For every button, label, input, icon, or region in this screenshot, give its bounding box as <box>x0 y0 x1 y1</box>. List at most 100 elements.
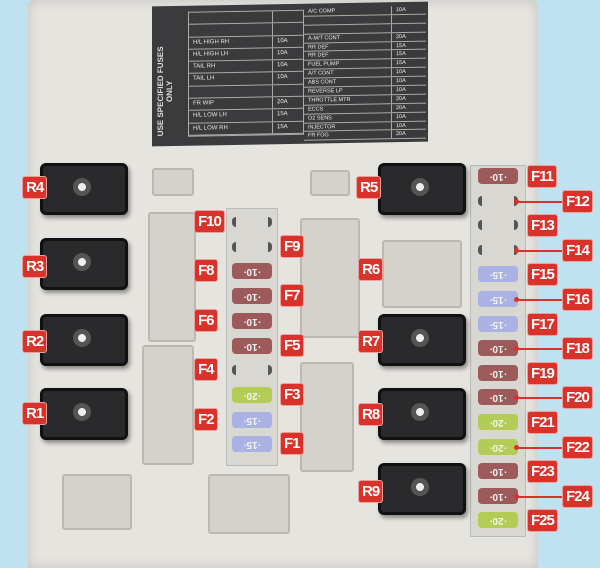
leader-line <box>516 299 564 301</box>
amperage <box>273 24 277 35</box>
label-f13: F13 <box>527 214 558 238</box>
leader-dot <box>514 346 519 352</box>
fuse-f15: ·15· <box>478 266 518 283</box>
label-f8: F8 <box>194 259 218 283</box>
fuse-f4 <box>232 365 272 376</box>
label-f20: F20 <box>562 386 593 410</box>
leader-dot <box>514 247 519 253</box>
connector <box>208 474 290 534</box>
label-f17: F17 <box>527 312 558 336</box>
amperage: 10A <box>396 69 406 76</box>
fuse-f13 <box>478 220 518 231</box>
circuit-name <box>189 85 273 98</box>
label-f11: F11 <box>527 165 558 188</box>
amperage: 20A <box>396 33 406 40</box>
circuit-name: INJECTOR <box>304 121 392 132</box>
circuit-name: FR WIP <box>189 97 273 111</box>
amperage <box>273 85 277 96</box>
amperage: 15A <box>277 123 288 130</box>
label-f7: F7 <box>280 284 304 308</box>
amperage: 15A <box>396 42 406 49</box>
fuse-f21: ·20· <box>478 414 518 430</box>
label-r1: R1 <box>22 402 48 425</box>
leader-line <box>516 495 564 498</box>
amperage: 10A <box>396 78 406 85</box>
fuse-f20: ·10· <box>478 389 518 406</box>
label-r8: R8 <box>358 403 384 426</box>
label-r4: R4 <box>22 176 48 199</box>
table-row: FR FOG 20A <box>304 130 426 142</box>
connector <box>62 474 132 530</box>
circuit-name: FR FOG <box>304 130 392 141</box>
label-f2: F2 <box>194 407 218 431</box>
connector <box>300 362 354 472</box>
fuse-f19: ·10· <box>478 364 518 381</box>
label-r9: R9 <box>358 480 384 503</box>
relay-socket-r6 <box>382 240 462 308</box>
label-f23: F23 <box>527 460 558 484</box>
label-f4: F4 <box>194 358 218 382</box>
fuse-f7: ·10· <box>232 288 272 305</box>
relay-r3 <box>40 238 128 290</box>
label-f15: F15 <box>527 263 558 287</box>
label-f6: F6 <box>194 308 218 332</box>
amperage: 20A <box>396 104 406 111</box>
circuit-name: TAIL LH <box>189 72 273 86</box>
relay-r1 <box>40 388 128 440</box>
amperage <box>273 11 277 22</box>
circuit-name: FUEL PUMP <box>304 59 392 69</box>
amperage: 10A <box>396 6 406 14</box>
fuse-f18: ·10· <box>478 340 518 357</box>
circuit-name: H/L LOW RH <box>189 121 273 135</box>
label-f19: F19 <box>527 361 558 385</box>
fuse-f12 <box>478 195 518 206</box>
label-r6: R6 <box>358 258 384 281</box>
relay-socket <box>148 212 196 342</box>
leader-dot <box>514 297 519 302</box>
circuit-name <box>304 24 392 34</box>
label-f1: F1 <box>280 432 304 456</box>
amperage <box>392 15 396 23</box>
relay-r4 <box>40 163 128 215</box>
fuse-f16: ·15· <box>478 291 518 307</box>
circuit-name: REVERSE LP <box>304 86 392 96</box>
label-f3: F3 <box>280 382 304 406</box>
amperage: 20A <box>396 131 406 138</box>
circuit-name <box>189 23 273 37</box>
label-f24: F24 <box>562 484 593 508</box>
fuse-f6: ·10· <box>232 312 272 329</box>
label-f21: F21 <box>527 411 558 434</box>
fuse-f5: ·10· <box>232 337 272 354</box>
label-r5: R5 <box>356 176 382 199</box>
amperage: 10A <box>396 113 406 120</box>
label-f10: F10 <box>194 210 225 233</box>
amperage: 15A <box>277 111 288 118</box>
amperage: 10A <box>277 49 288 57</box>
fuse-f10 <box>232 217 272 227</box>
relay-r8 <box>378 388 466 440</box>
leader-line <box>516 200 564 203</box>
amperage: 15A <box>396 51 406 58</box>
circuit-name: THROTTLE MTR <box>304 95 392 105</box>
fuse-f11: ·10· <box>478 168 518 184</box>
fuse-f9 <box>232 241 272 252</box>
circuit-name: ECCS <box>304 104 392 114</box>
fuse-f8: ·10· <box>232 263 272 280</box>
fuse-f14 <box>478 244 518 255</box>
relay-r5 <box>378 163 466 215</box>
label-r3: R3 <box>22 255 48 278</box>
relay-r9 <box>378 463 466 515</box>
circuit-name <box>189 11 273 25</box>
circuit-name: H/L HIGH LH <box>189 48 273 61</box>
leader-dot <box>514 444 519 450</box>
fuse-f2: ·15· <box>232 411 272 428</box>
circuit-name: ABS CONT <box>304 77 392 87</box>
warning-text: USE SPECIFIED FUSES ONLY <box>156 46 174 137</box>
circuit-name: RR DEF <box>304 41 392 52</box>
label-f12: F12 <box>562 189 593 213</box>
relay-r2 <box>40 314 128 366</box>
label-f9: F9 <box>280 234 304 258</box>
amperage: 10A <box>277 37 288 44</box>
